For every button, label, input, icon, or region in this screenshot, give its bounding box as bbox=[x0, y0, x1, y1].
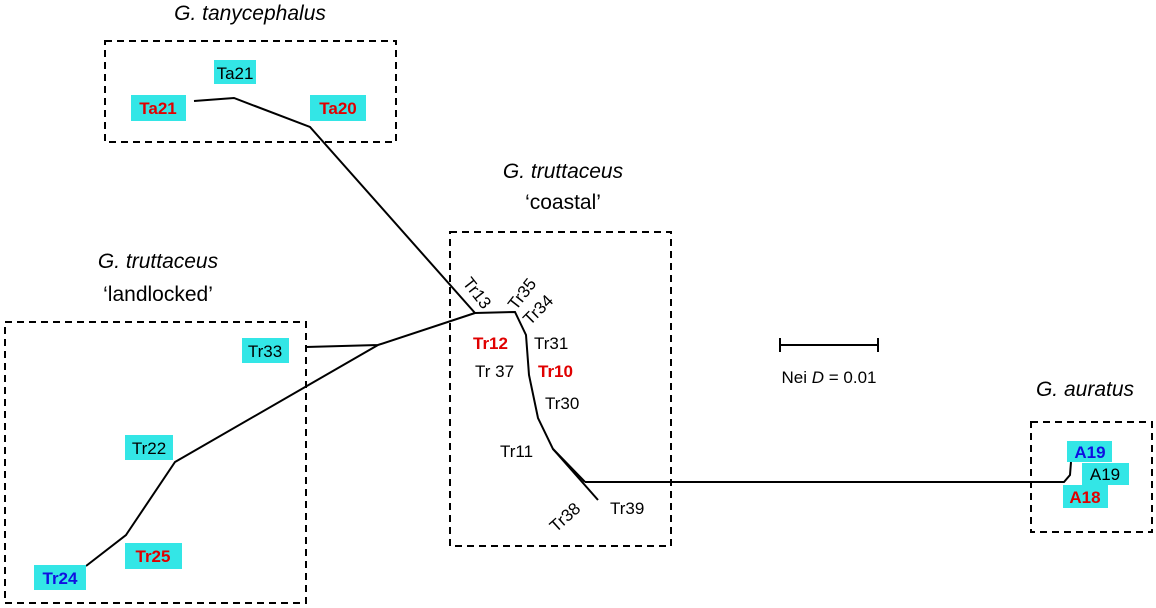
leaf-tr12: Tr12 bbox=[473, 334, 508, 353]
label-highlight bbox=[1082, 463, 1129, 485]
leaf-ta20: Ta20 bbox=[310, 95, 366, 121]
coastal-box bbox=[449, 231, 672, 547]
label-highlight bbox=[125, 543, 182, 569]
leaf-ta21-left: Ta21 bbox=[131, 95, 186, 121]
leaf-tr13: Tr13 bbox=[459, 274, 495, 313]
svg-text:Ta21: Ta21 bbox=[217, 64, 254, 83]
leaf-tr22: Tr22 bbox=[125, 435, 173, 460]
auratus-box bbox=[1030, 421, 1153, 533]
tanycephalus-box bbox=[104, 40, 397, 143]
scale-bar: Nei D = 0.01 bbox=[779, 338, 879, 387]
label-highlight bbox=[34, 565, 86, 590]
svg-text:Tr33: Tr33 bbox=[248, 342, 282, 361]
svg-text:A19: A19 bbox=[1090, 465, 1120, 484]
svg-text:A19: A19 bbox=[1074, 443, 1105, 462]
scale-bar-label: Nei D = 0.01 bbox=[782, 368, 877, 387]
branch-landlocked bbox=[85, 344, 379, 567]
leaf-tr24: Tr24 bbox=[34, 565, 86, 590]
landlocked-title: G. truttaceus bbox=[98, 250, 219, 273]
tanycephalus-title: G. tanycephalus bbox=[174, 2, 326, 25]
coastal-title: G. truttaceus bbox=[503, 160, 624, 183]
label-highlight bbox=[125, 435, 173, 460]
leaf-tr33: Tr33 bbox=[242, 338, 289, 363]
svg-text:Ta20: Ta20 bbox=[319, 99, 357, 118]
leaf-tr11: Tr11 bbox=[500, 442, 533, 461]
leaf-a19-blue: A19 bbox=[1067, 441, 1112, 462]
branch-auratus bbox=[585, 461, 1072, 483]
svg-text:Tr24: Tr24 bbox=[43, 569, 79, 588]
coastal-subtitle: ‘coastal’ bbox=[525, 191, 601, 214]
leaf-tr37: Tr 37 bbox=[475, 362, 514, 381]
branch-tr38-tr39 bbox=[552, 448, 599, 501]
leaf-a19: A19 bbox=[1082, 463, 1129, 485]
landlocked-box bbox=[4, 321, 307, 604]
label-highlight bbox=[1067, 441, 1112, 462]
auratus-title: G. auratus bbox=[1036, 378, 1135, 401]
leaf-tr30: Tr30 bbox=[545, 394, 579, 413]
svg-text:Ta21: Ta21 bbox=[139, 99, 177, 118]
leaf-tr10: Tr10 bbox=[538, 362, 573, 381]
leaf-tr31: Tr31 bbox=[534, 334, 568, 353]
label-highlight bbox=[214, 60, 256, 84]
branch-tanycephalus bbox=[193, 96, 476, 314]
svg-text:Tr22: Tr22 bbox=[132, 439, 166, 458]
leaf-tr39: Tr39 bbox=[610, 499, 644, 518]
leaf-ta21-top: Ta21 bbox=[214, 60, 256, 84]
leaf-tr38: Tr38 bbox=[546, 499, 584, 536]
label-highlight bbox=[310, 95, 366, 121]
landlocked-subtitle: ‘landlocked’ bbox=[103, 283, 213, 306]
leaf-tr25: Tr25 bbox=[125, 543, 182, 569]
svg-text:Tr25: Tr25 bbox=[136, 547, 171, 566]
label-highlight bbox=[242, 338, 289, 363]
label-highlight bbox=[131, 95, 186, 121]
label-highlight bbox=[1063, 485, 1108, 508]
leaf-a18: A18 bbox=[1063, 485, 1108, 508]
svg-text:A18: A18 bbox=[1069, 488, 1100, 507]
